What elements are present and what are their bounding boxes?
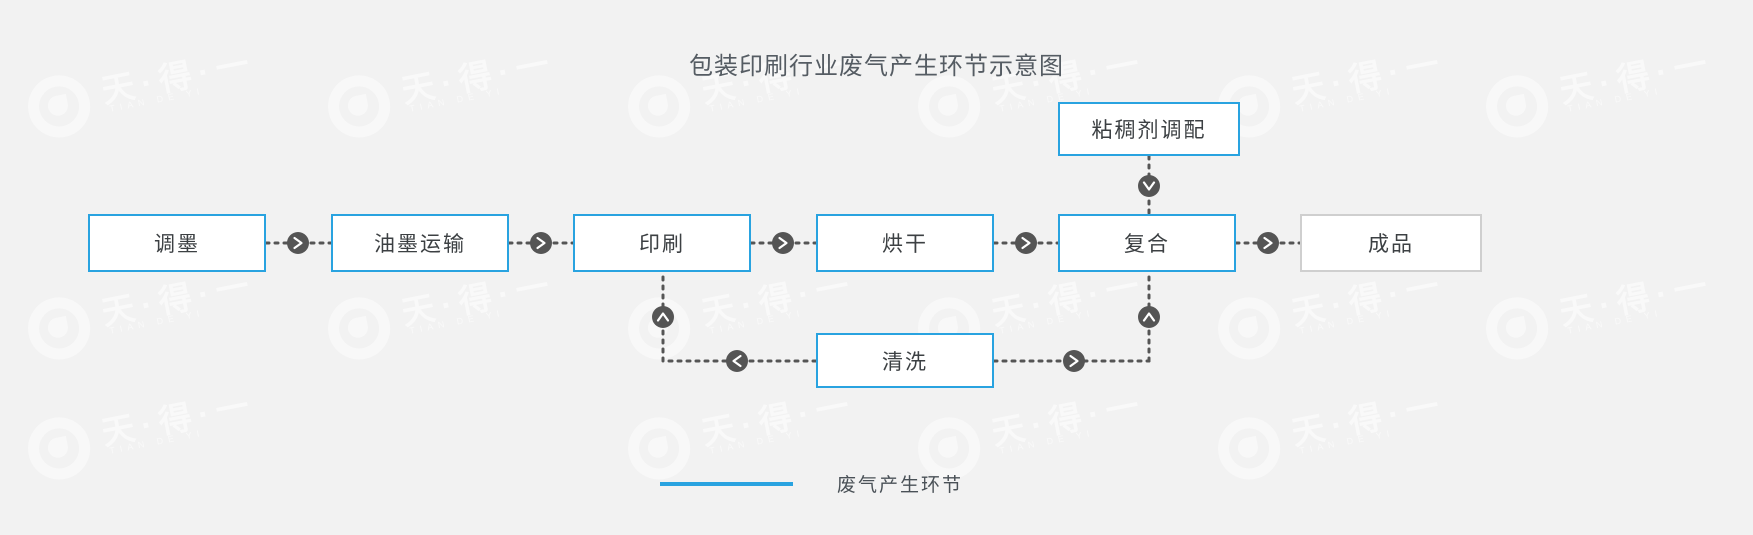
node-label: 粘稠剂调配 — [1091, 119, 1207, 142]
node-label: 印刷 — [639, 233, 685, 256]
node-niangchou[interactable]: 粘稠剂调配 — [1058, 102, 1240, 156]
node-label: 复合 — [1124, 233, 1170, 256]
node-fuhe[interactable]: 复合 — [1058, 214, 1236, 272]
node-label: 油墨运输 — [374, 233, 466, 256]
node-label: 清洗 — [882, 350, 928, 374]
arrow-up-icon — [1138, 306, 1160, 328]
node-label: 调墨 — [154, 233, 200, 256]
arrow-up-icon — [652, 306, 674, 328]
legend-label-emission: 废气产生环节 — [837, 475, 964, 496]
node-label: 成品 — [1368, 233, 1414, 256]
arrow-right-icon — [1015, 232, 1037, 254]
arrow-right-icon — [1257, 232, 1279, 254]
page-title: 包装印刷行业废气产生环节示意图 — [689, 53, 1064, 80]
legend: 废气产生环节 — [660, 470, 963, 497]
node-chengpin[interactable]: 成品 — [1300, 214, 1482, 272]
node-youmo[interactable]: 油墨运输 — [331, 214, 509, 272]
node-hongan[interactable]: 烘干 — [816, 214, 994, 272]
connector-badge-group — [287, 175, 1279, 372]
legend-swatch-emission — [660, 481, 793, 486]
arrow-left-icon — [726, 350, 748, 372]
arrow-right-icon — [772, 232, 794, 254]
node-label: 烘干 — [882, 233, 928, 256]
node-tiaomo[interactable]: 调墨 — [88, 214, 266, 272]
node-yinshua[interactable]: 印刷 — [573, 214, 751, 272]
arrow-right-icon — [287, 232, 309, 254]
arrow-down-icon — [1138, 175, 1160, 197]
arrow-right-icon — [1063, 350, 1085, 372]
arrow-right-icon — [530, 232, 552, 254]
node-qingxi[interactable]: 清洗 — [816, 333, 994, 388]
